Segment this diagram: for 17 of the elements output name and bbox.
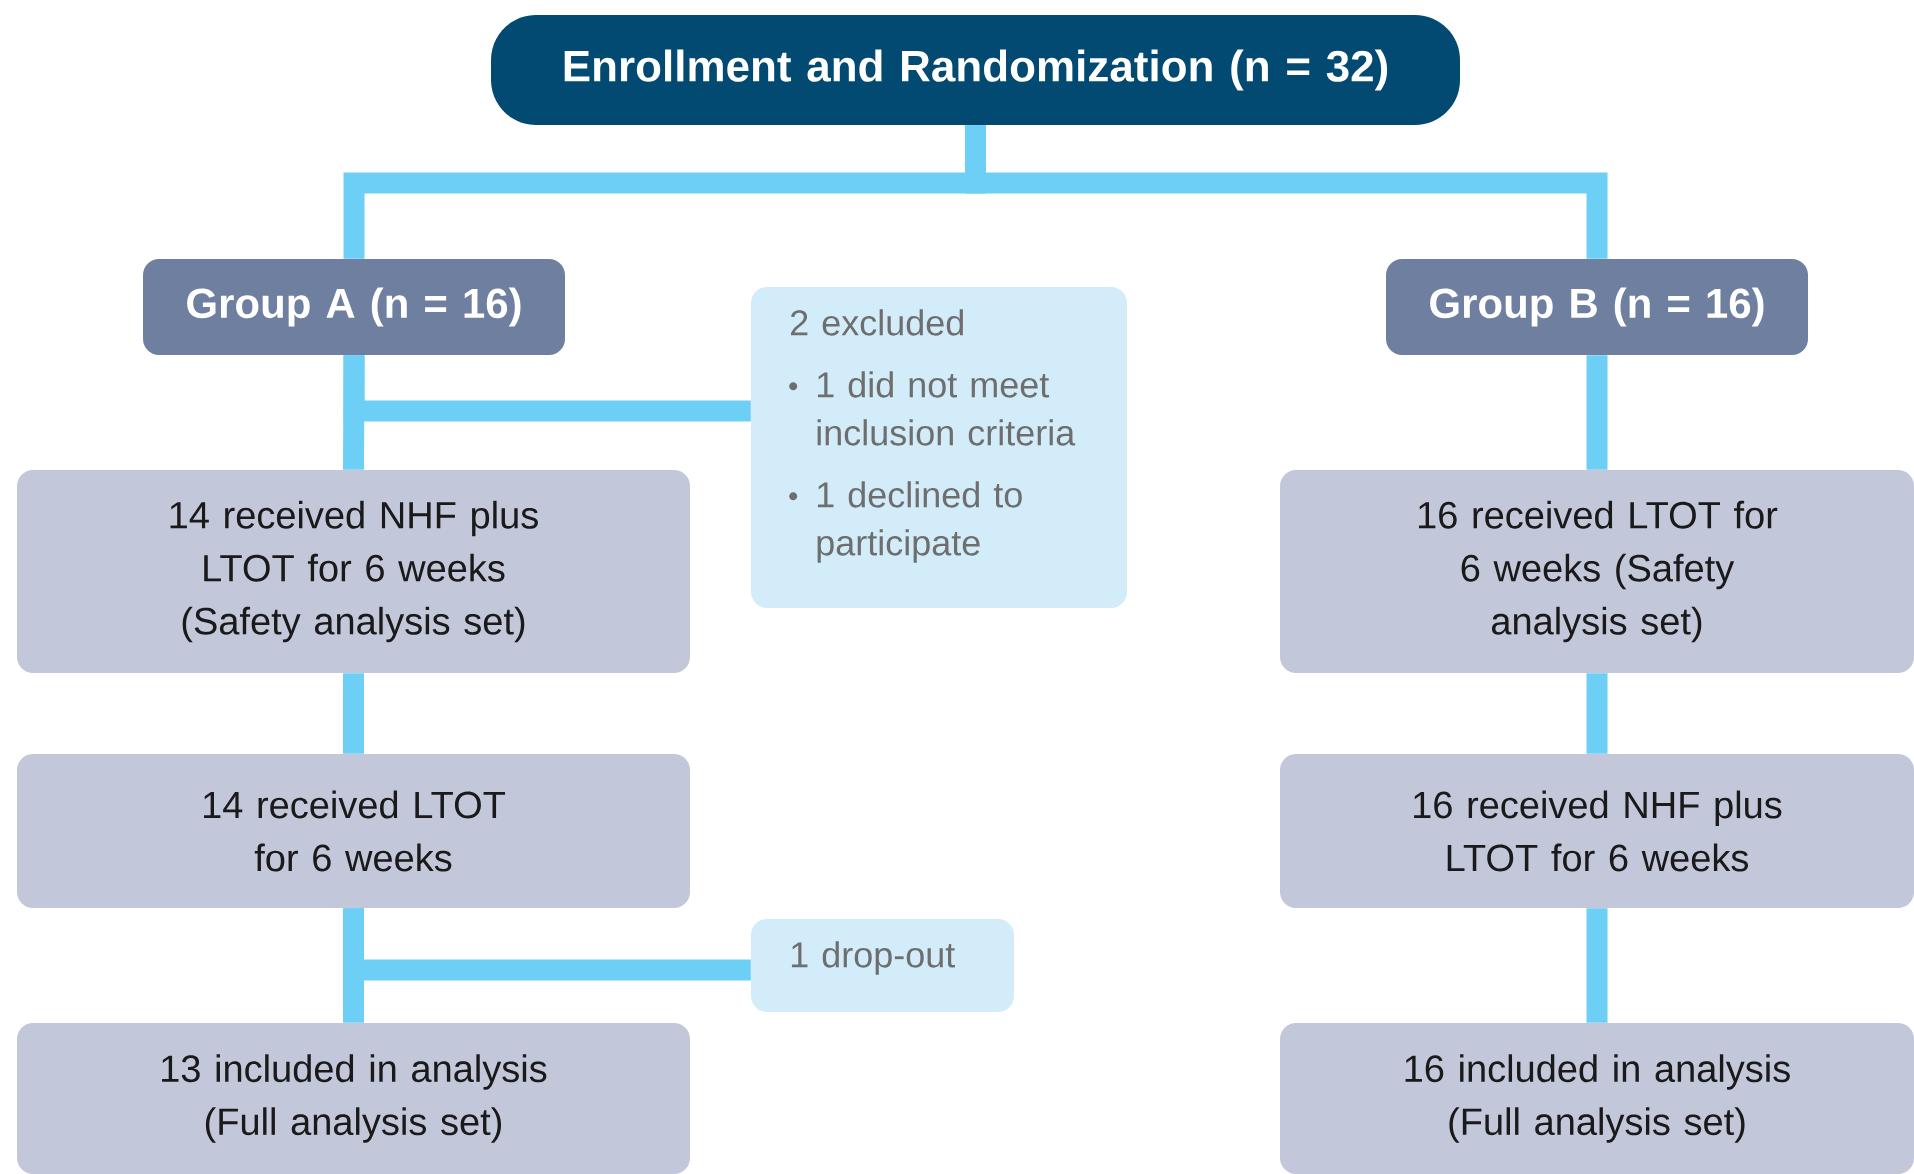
- group-box: Group B (n = 16): [1386, 259, 1808, 355]
- title-box: Enrollment and Randomization (n = 32): [491, 15, 1460, 125]
- connector-line: [343, 355, 365, 470]
- process-box: 13 included in analysis (Full analysis set): [17, 1023, 690, 1174]
- connector-line: [1586, 673, 1608, 754]
- connector-line: [343, 673, 364, 754]
- process-box: 14 received LTOT for 6 weeks: [17, 754, 690, 908]
- process-box: 16 included in analysis (Full analysis set): [1280, 1023, 1914, 1174]
- connector-line: [1586, 908, 1608, 1023]
- note-box: 2 excluded 1 did not meet inclusion criteria 1 declined to participate: [751, 287, 1127, 608]
- process-box: 16 received NHF plus LTOT for 6 weeks: [1280, 754, 1914, 908]
- process-box: 14 received NHF plus LTOT for 6 weeks (Safety analysis set): [17, 470, 690, 673]
- note-box: 1 drop-out: [751, 919, 1014, 1012]
- connector-line: [1586, 355, 1608, 470]
- process-box: 16 received LTOT for 6 weeks (Safety analysis set): [1280, 470, 1914, 673]
- group-box: Group A (n = 16): [143, 259, 565, 355]
- connector-line: [343, 908, 364, 1023]
